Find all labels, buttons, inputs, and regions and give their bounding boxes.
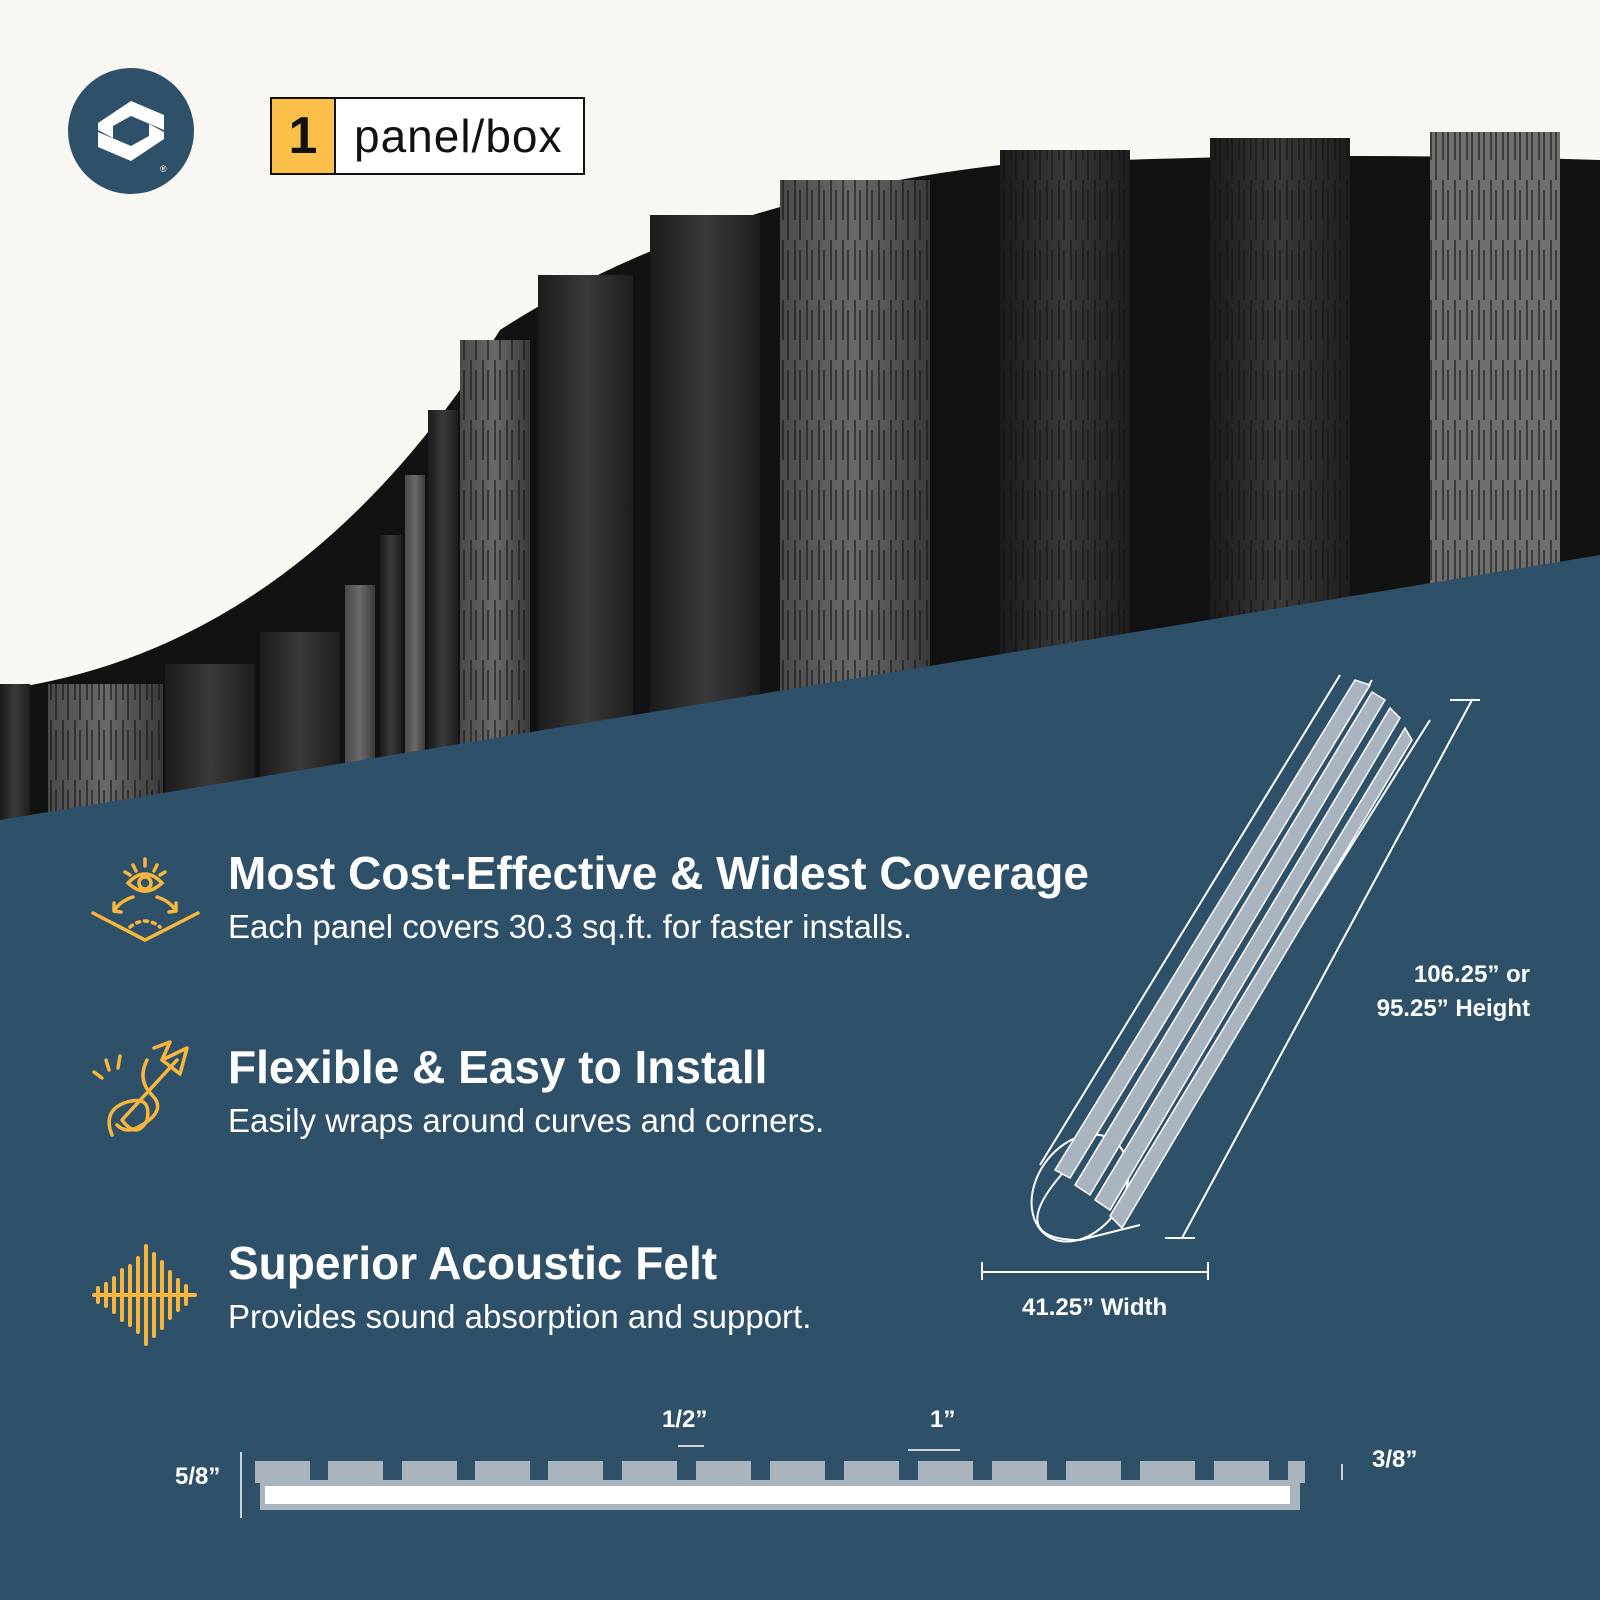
gap-width-label: 1/2” [662,1406,708,1433]
feature-title: Flexible & Easy to Install [228,1041,768,1093]
brand-logo: ® [68,68,194,194]
slat-profile-diagram [240,1449,1343,1518]
feature-subtitle: Each panel covers 30.3 sq.ft. for faster… [228,908,913,945]
svg-text:®: ® [160,164,167,174]
feature-subtitle: Provides sound absorption and support. [228,1298,812,1335]
pack-count: 1 [272,99,336,173]
slat-width-label: 1” [930,1406,956,1433]
felt-thickness-label: 3/8” [1372,1446,1418,1473]
feature-title: Superior Acoustic Felt [228,1237,718,1289]
feature-title: Most Cost-Effective & Widest Coverage [228,847,1089,899]
feature-subtitle: Easily wraps around curves and corners. [228,1102,825,1139]
flexible-arrows-icon [92,1040,189,1137]
height-dimension-label: 106.25” or 95.25” Height [1340,958,1530,1026]
height-label-line1: 106.25” or [1413,961,1530,988]
pack-unit-label: panel/box [354,110,563,162]
sound-wave-icon [92,1244,197,1346]
rolled-panel-diagram [981,674,1480,1280]
height-label-line2: 95.25” Height [1376,995,1530,1022]
width-dimension-label: 41.25” Width [1022,1294,1168,1321]
gap-dimension-line [678,1445,704,1447]
total-thickness-label: 5/8” [175,1463,221,1490]
s-monogram-logo-icon: ® [98,101,167,174]
eye-coverage-icon [91,857,200,942]
pack-quantity-badge: 1 panel/box [270,97,585,175]
